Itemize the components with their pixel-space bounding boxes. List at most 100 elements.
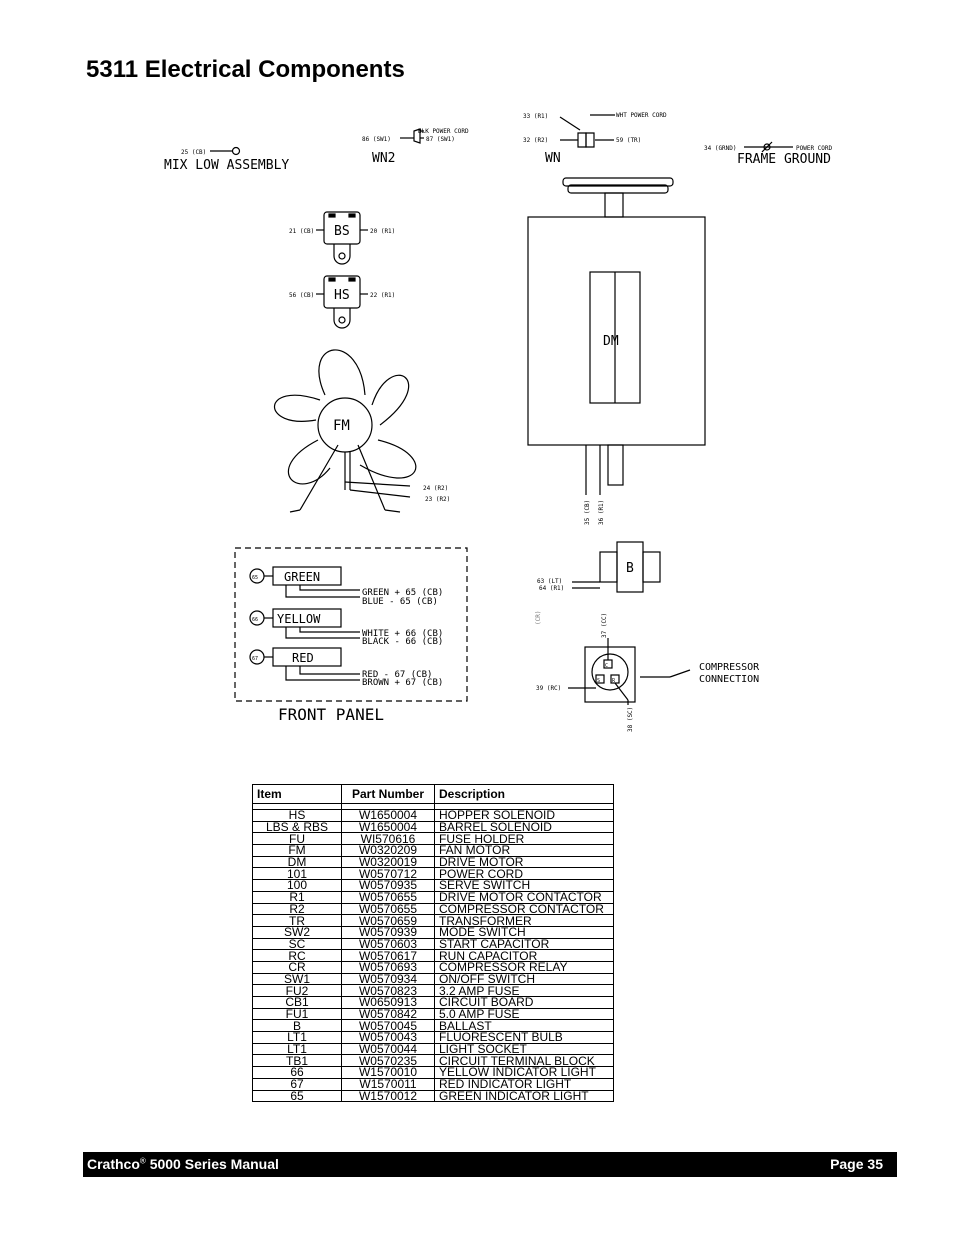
cell-description: CIRCUIT BOARD xyxy=(434,996,614,1009)
cell-description: CIRCUIT TERMINAL BLOCK xyxy=(434,1054,614,1068)
wn-wire-32: 32 (R2) xyxy=(523,137,548,144)
cell-part-number: W0320209 xyxy=(341,844,435,857)
mix-low-wire-label: 25 (CB) xyxy=(181,149,206,156)
ballast-wire-63: 63 (LT) xyxy=(537,578,562,585)
cell-description: SERVE SWITCH xyxy=(434,879,614,892)
cell-item: RC xyxy=(252,949,342,962)
frame-ground-wire: 34 (GRND) xyxy=(704,145,737,152)
compressor-label: COMPRESSOR xyxy=(699,662,760,673)
yellow-light-label: YELLOW xyxy=(277,612,321,626)
cell-part-number: W0570842 xyxy=(341,1008,435,1021)
page-number: Page 35 xyxy=(830,1156,883,1172)
red-light-number: 67 xyxy=(252,656,258,662)
cell-description: ON/OFF SWITCH xyxy=(434,973,614,986)
dm-wire-35: 35 (CB) xyxy=(584,500,591,525)
yellow-light-number: 66 xyxy=(252,617,258,623)
cell-description: BARREL SOLENOID xyxy=(434,821,614,834)
cell-part-number: W0570659 xyxy=(341,914,435,927)
hs-wire-56: 56 (CB) xyxy=(289,292,314,299)
footer-manual-title: Crathco® 5000 Series Manual xyxy=(87,1156,279,1172)
wn-wire-33: 33 (R1) xyxy=(523,113,548,120)
bs-wire-20: 20 (R1) xyxy=(370,228,395,235)
cell-description: START CAPACITOR xyxy=(434,938,614,951)
cell-part-number: W0570603 xyxy=(341,938,435,951)
cell-description: RUN CAPACITOR xyxy=(434,949,614,962)
compressor-wire-38: 38 (SC) xyxy=(627,707,634,732)
cell-description: TRANSFORMER xyxy=(434,914,614,927)
column-header-part-number: Part Number xyxy=(341,784,435,804)
ballast-label: B xyxy=(626,561,634,576)
cell-description: DRIVE MOTOR xyxy=(434,856,614,869)
cell-part-number: W0570045 xyxy=(341,1019,435,1033)
cell-item: SW2 xyxy=(252,926,342,939)
cell-item: FU xyxy=(252,832,342,846)
connection-label: CONNECTION xyxy=(699,674,759,685)
cell-description: YELLOW INDICATOR LIGHT xyxy=(434,1066,614,1079)
cell-item: B xyxy=(252,1019,342,1033)
cell-part-number: W0570617 xyxy=(341,949,435,962)
cell-part-number: WI570616 xyxy=(341,832,435,846)
cell-item: LT1 xyxy=(252,1031,342,1044)
cell-part-number: W1570011 xyxy=(341,1078,435,1091)
fm-wire-23: 23 (R2) xyxy=(425,496,450,503)
dm-wire-36: 36 (R1) xyxy=(598,500,605,525)
cell-part-number: W0570655 xyxy=(341,903,435,916)
frame-ground-label: FRAME GROUND xyxy=(737,152,831,167)
cell-item: SC xyxy=(252,938,342,951)
cell-description: GREEN INDICATOR LIGHT xyxy=(434,1090,614,1103)
terminal-s: S xyxy=(597,678,600,684)
cell-description: COMPRESSOR RELAY xyxy=(434,961,614,974)
cell-part-number: W0320019 xyxy=(341,856,435,869)
hs-label: HS xyxy=(334,288,350,303)
cell-part-number: W0570655 xyxy=(341,891,435,904)
footer-manual-name: 5000 Series Manual xyxy=(145,1156,279,1172)
cell-part-number: W1650004 xyxy=(341,821,435,834)
cell-item: LT1 xyxy=(252,1043,342,1056)
front-panel-label: FRONT PANEL xyxy=(278,705,384,724)
page-footer: Crathco® 5000 Series Manual Page 35 xyxy=(83,1152,897,1177)
frame-ground-cord: POWER CORD xyxy=(796,145,833,152)
cell-part-number: W0570939 xyxy=(341,926,435,939)
cell-description: FAN MOTOR xyxy=(434,844,614,857)
column-header-description: Description xyxy=(434,784,614,804)
green-light-number: 65 xyxy=(252,575,258,581)
page-title: 5311 Electrical Components xyxy=(86,56,405,83)
cell-item: CR xyxy=(252,961,342,974)
cell-item: FU1 xyxy=(252,1008,342,1021)
cell-part-number: W0570235 xyxy=(341,1054,435,1068)
registered-mark: ® xyxy=(139,1156,146,1166)
yellow-wire-a: WHITE + 66 (CB) xyxy=(362,629,443,639)
column-header-item: Item xyxy=(252,784,342,804)
fm-wire-24: 24 (R2) xyxy=(423,485,448,492)
wn2-wire-87: 87 (SW1) xyxy=(426,136,455,143)
cell-item: 67 xyxy=(252,1078,342,1091)
cell-description: POWER CORD xyxy=(434,867,614,881)
terminal-r: R xyxy=(612,678,616,684)
cell-part-number: W1570012 xyxy=(341,1090,435,1103)
bs-wire-21: 21 (CB) xyxy=(289,228,314,235)
cell-description: FUSE HOLDER xyxy=(434,832,614,846)
compressor-cr-label: (CR) xyxy=(535,611,542,625)
ballast-wire-64: 64 (R1) xyxy=(539,585,564,592)
cell-part-number: W1570010 xyxy=(341,1066,435,1079)
